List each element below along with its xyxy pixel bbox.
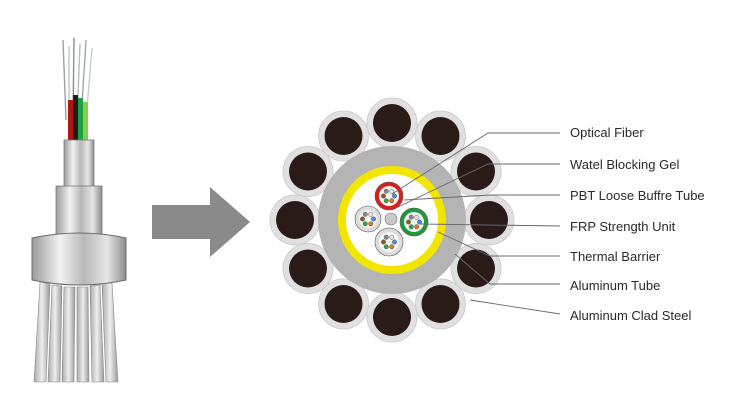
optical-fiber-dot: [389, 198, 395, 204]
optical-fiber-dot: [414, 224, 420, 230]
optical-fiber-dot: [417, 219, 422, 225]
leader-line: [403, 194, 560, 201]
optical-fiber-dot: [371, 216, 376, 222]
optical-fiber-dot: [408, 214, 414, 220]
outer-sleeve: [55, 185, 103, 237]
optical-fiber-dot: [392, 193, 397, 199]
steel-strand-core: [421, 285, 460, 324]
optical-fiber-dot: [383, 234, 389, 240]
optical-fiber-dot: [360, 216, 365, 222]
steel-strand-core: [373, 298, 411, 336]
steel-strand-core: [324, 116, 363, 155]
leader-line: [454, 253, 560, 285]
label-optical-fiber: Optical Fiber: [570, 125, 644, 140]
optical-fiber-dot: [389, 244, 395, 250]
steel-strand-core: [470, 201, 508, 239]
steel-strand-core: [457, 249, 496, 288]
optical-fiber-dot: [389, 188, 395, 194]
arrow-icon: [152, 187, 250, 257]
optical-fiber-dot: [383, 188, 389, 194]
aluminum-band: [31, 232, 127, 286]
optical-fiber-dot: [383, 198, 389, 204]
cable-cross-section: [269, 97, 515, 343]
cable-illustration: [31, 37, 127, 383]
optical-fiber-dot: [414, 214, 420, 220]
leader-line: [395, 163, 560, 209]
optical-fiber-dot: [381, 193, 386, 199]
optical-fiber-dot: [368, 211, 374, 217]
steel-strand-core: [324, 285, 363, 324]
leader-line: [469, 299, 561, 315]
leader-line: [437, 231, 560, 257]
optical-fiber-dot: [383, 244, 389, 250]
optical-fiber-dot: [408, 224, 414, 230]
optical-fiber-dot: [389, 234, 395, 240]
leader-line: [391, 132, 560, 195]
optical-fiber-dot: [362, 221, 368, 227]
outer-strands: [269, 97, 515, 343]
loose-tubes: [68, 95, 88, 145]
optical-fiber-dot: [368, 221, 374, 227]
steel-strand-core: [421, 116, 460, 155]
label-aluminum-clad-steel: Aluminum Clad Steel: [570, 308, 692, 323]
outer-wires: [33, 281, 119, 383]
fiber-strands: [62, 37, 93, 121]
optical-fiber-dot: [392, 239, 397, 245]
steel-strand-core: [276, 201, 314, 239]
steel-strand-core: [288, 152, 327, 191]
label-pbt-loose-tube: PBT Loose Buffre Tube: [570, 188, 705, 203]
loose-tube-group: [354, 181, 429, 257]
leader-lines: [391, 132, 561, 315]
frp-strength-unit: [384, 212, 398, 226]
optical-fiber-dot: [381, 239, 386, 245]
optical-fiber-dot: [362, 211, 368, 217]
leader-line: [419, 223, 561, 227]
label-water-blocking-gel: Watel Blocking Gel: [570, 157, 680, 172]
steel-strand-core: [457, 152, 496, 191]
label-aluminum-tube: Aluminum Tube: [570, 278, 661, 293]
label-thermal-barrier: Thermal Barrier: [570, 249, 661, 264]
steel-strand-core: [288, 249, 327, 288]
steel-strand-core: [373, 104, 411, 142]
label-frp-strength-unit: FRP Strength Unit: [570, 219, 676, 234]
optical-fiber-dot: [406, 219, 411, 225]
inner-tube: [63, 139, 95, 189]
